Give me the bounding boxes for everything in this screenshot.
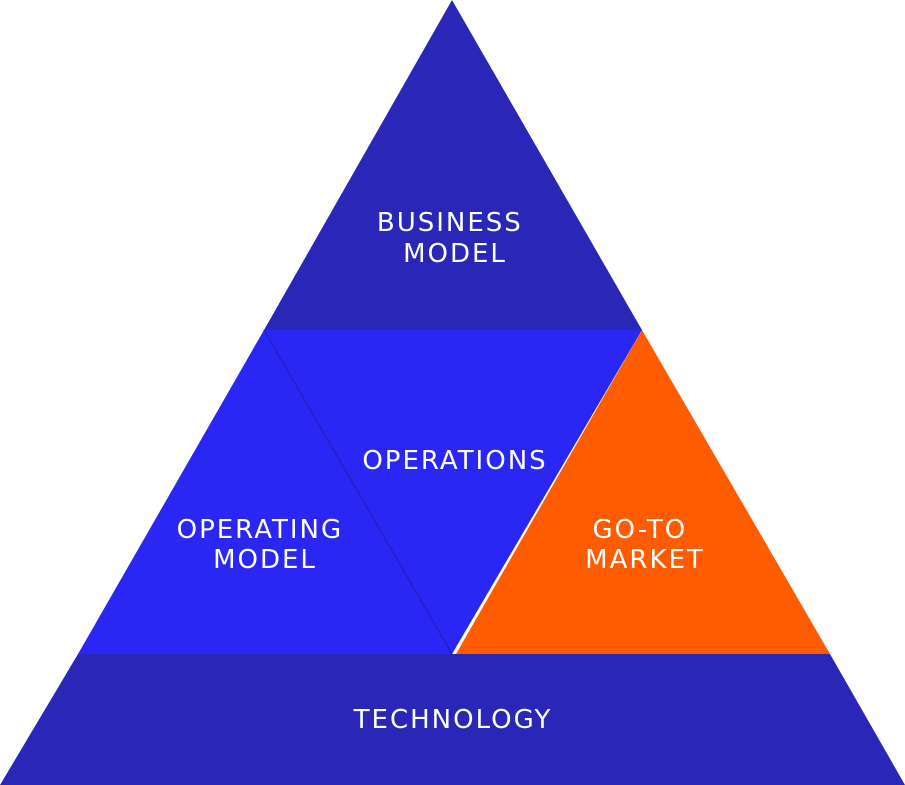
go-to-market-segment xyxy=(456,330,830,654)
business-model-label: BUSINESS MODEL xyxy=(377,208,533,269)
business-model-label-line2: MODEL xyxy=(403,239,507,269)
operating-model-label-line2: MODEL xyxy=(213,545,317,575)
business-model-label-line1: BUSINESS xyxy=(377,208,523,238)
operations-segment xyxy=(264,330,642,654)
operating-model-segment xyxy=(78,330,452,654)
technology-label-line1: TECHNOLOGY xyxy=(353,705,553,735)
technology-label: TECHNOLOGY xyxy=(353,705,553,735)
go-to-market-label: GO-TO MARKET xyxy=(585,515,705,575)
operating-model-label: OPERATING MODEL xyxy=(177,515,354,575)
technology-segment xyxy=(0,654,905,785)
operations-label: OPERATIONS xyxy=(362,446,547,476)
operating-model-label-line1: OPERATING xyxy=(177,515,344,545)
business-model-segment xyxy=(264,0,642,330)
go-to-market-label-line2: MARKET xyxy=(585,545,705,575)
segment-divider xyxy=(263,329,453,655)
go-to-market-label-line1: GO-TO xyxy=(593,515,688,545)
operations-label-line1: OPERATIONS xyxy=(362,446,547,476)
